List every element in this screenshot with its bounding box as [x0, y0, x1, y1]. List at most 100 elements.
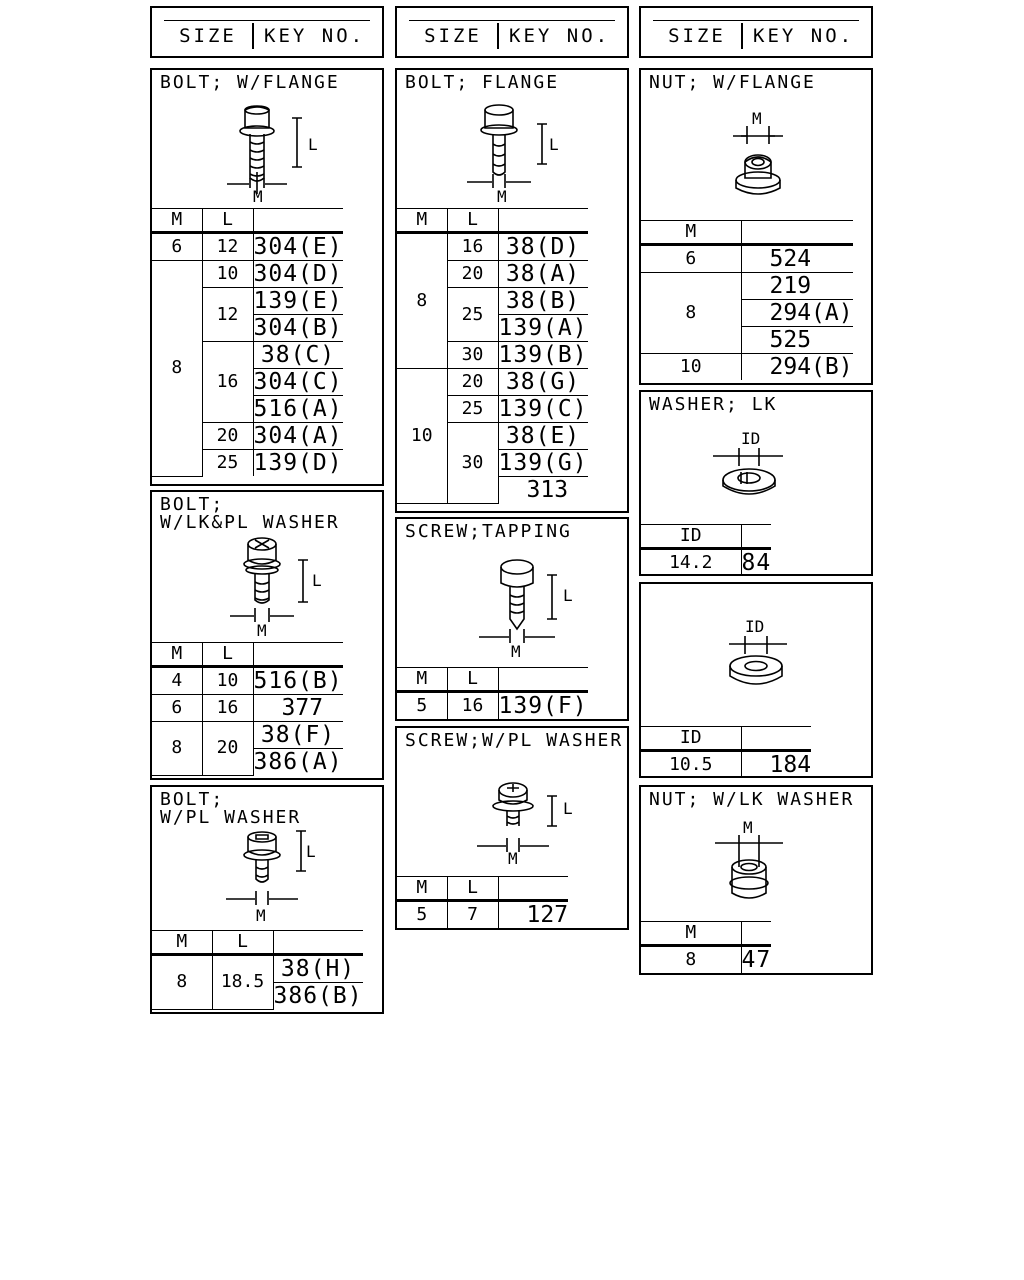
dim-m-label: M: [257, 621, 267, 640]
key-no: 525: [740, 326, 853, 354]
key-no: 139(C): [497, 395, 588, 423]
table-row: 139(A): [397, 314, 588, 342]
key-no: 139(E): [252, 287, 343, 315]
screw-tapping-icon: L M: [479, 559, 573, 661]
header-key-no: KEY NO.: [509, 25, 611, 47]
dim-m-label: M: [508, 849, 518, 868]
dim-m-label: M: [256, 906, 266, 925]
key-no: 304(A): [252, 422, 343, 450]
table-row: 525: [641, 326, 853, 354]
col-m: M: [641, 220, 742, 246]
section-title: NUT; W/LK WASHER: [649, 789, 855, 810]
bolt-flange-icon: L M: [467, 104, 559, 206]
dim-l-label: L: [306, 842, 316, 861]
key-no: 139(B): [497, 341, 588, 369]
key-no: 294(B): [740, 353, 853, 380]
col-l: L: [446, 667, 499, 693]
header-key-no: KEY NO.: [753, 25, 855, 47]
key-no: 38(A): [497, 260, 588, 288]
col-m: M: [397, 208, 448, 234]
key-no: 84: [740, 548, 772, 576]
nut-lk-washer-icon: M: [715, 818, 783, 899]
col-l: L: [446, 208, 499, 234]
section-title: NUT; W/FLANGE: [649, 72, 816, 93]
table-row: 386(B): [152, 982, 363, 1009]
table-row: 139(G): [397, 449, 588, 477]
dim-l-label: L: [563, 586, 573, 605]
key-no: 38(H): [272, 954, 363, 983]
col-m: M: [397, 876, 448, 902]
section-title: SCREW;TAPPING: [405, 521, 572, 542]
table-row: 516(A): [152, 395, 343, 423]
key-no: 313: [497, 476, 588, 503]
header-size: SIZE: [424, 25, 482, 47]
table-row: 304(C): [152, 368, 343, 396]
bolt-pl-washer-icon: L M: [226, 830, 316, 925]
table-row: 294(A): [641, 299, 853, 327]
header-col2: SIZE KEY NO.: [395, 6, 629, 58]
key-no: 139(F): [497, 691, 588, 719]
key-no: 377: [252, 694, 343, 722]
dim-id-label: ID: [745, 617, 764, 636]
key-no: 516(B): [252, 666, 343, 695]
section-title: WASHER; LK: [649, 394, 778, 415]
lock-washer-icon: ID: [713, 429, 783, 495]
dim-m-label: M: [743, 818, 753, 837]
dim-m-label: M: [752, 109, 762, 128]
key-no: 304(E): [252, 232, 343, 261]
header-size: SIZE: [179, 25, 237, 47]
key-no: 139(A): [497, 314, 588, 342]
col-l: L: [211, 930, 274, 956]
screw-pl-washer-icon: L M: [477, 782, 573, 868]
col-m: M: [641, 921, 742, 947]
col-id: ID: [641, 524, 742, 550]
section-title: SCREW;W/PL WASHER: [405, 730, 624, 751]
dim-m-label: M: [511, 642, 521, 661]
key-no: 38(D): [497, 232, 588, 261]
dim-m-label: M: [253, 187, 263, 206]
section-title: BOLT; W/FLANGE: [160, 72, 340, 93]
key-no: 524: [740, 244, 853, 273]
key-no: 304(B): [252, 314, 343, 342]
dim-l-label: L: [312, 571, 322, 590]
table-row: 304(B): [152, 314, 343, 342]
key-no: 386(A): [252, 748, 343, 775]
key-no: 47: [740, 945, 772, 973]
key-no: 38(G): [497, 368, 588, 396]
col-m: M: [152, 208, 203, 234]
key-no: 139(G): [497, 449, 588, 477]
key-no: 516(A): [252, 395, 343, 423]
bolt-lk-pl-washer-icon: L M: [230, 537, 322, 640]
section-title: BOLT; W/LK&PL WASHER: [160, 494, 340, 533]
col-m: M: [397, 667, 448, 693]
table-row: 313: [397, 476, 588, 503]
